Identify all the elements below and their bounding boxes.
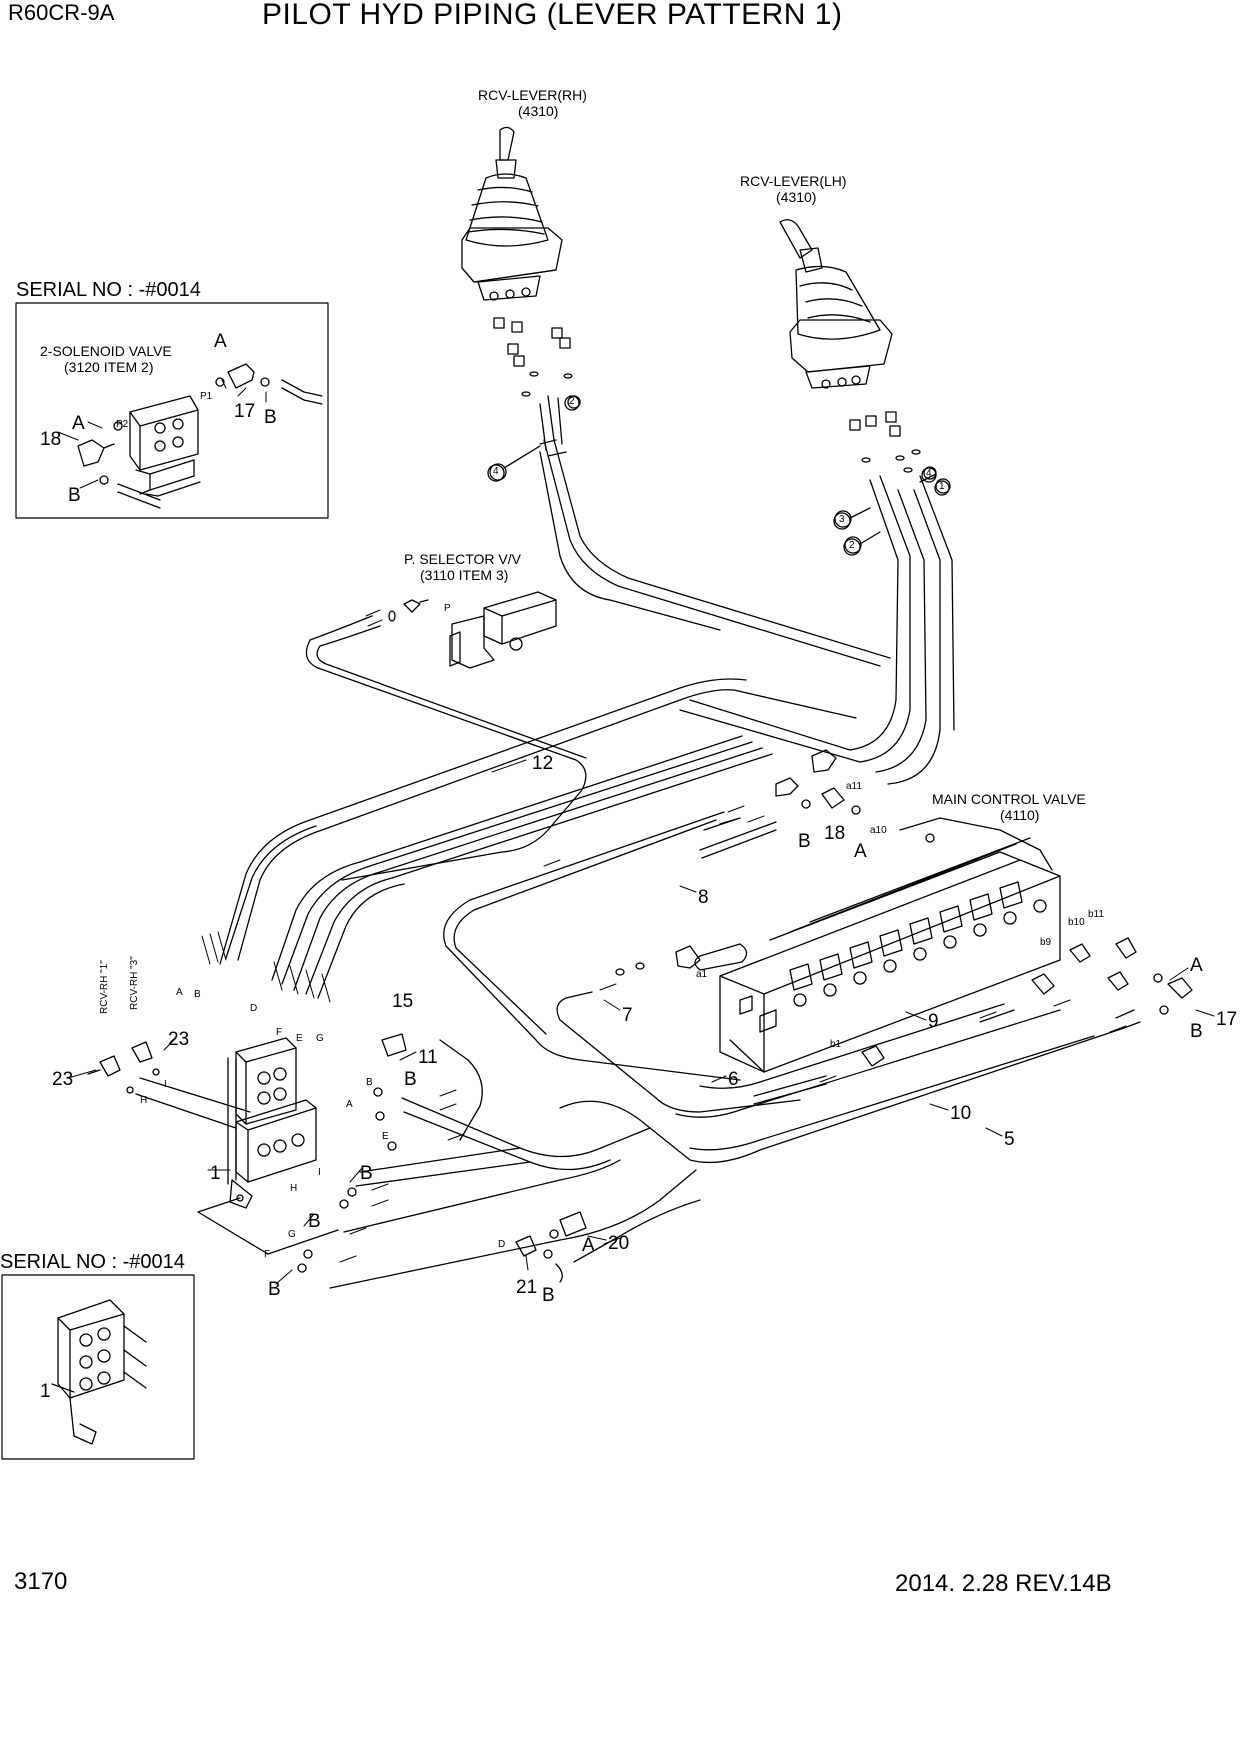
mcv-fittings <box>615 749 1193 1105</box>
inset-top-serial: SERIAL NO : -#0014 <box>16 279 201 301</box>
selector-valve-ref: (3110 ITEM 3) <box>420 567 509 583</box>
hose-letter: G <box>316 1033 324 1044</box>
rcv-rh-ref: (4310) <box>518 103 559 119</box>
page-title: PILOT HYD PIPING (LEVER PATTERN 1) <box>262 0 843 31</box>
callout: B <box>1190 1021 1203 1042</box>
callout: B <box>798 831 811 852</box>
leader-lines <box>57 379 1215 1285</box>
port-label: P1 <box>200 391 213 402</box>
rcv-lh-label: RCV-LEVER(LH) <box>740 173 847 189</box>
manifold-block <box>197 1037 339 1255</box>
callout: B <box>404 1069 417 1090</box>
port-label: b11 <box>1088 909 1104 920</box>
solenoid-valve-label: 2-SOLENOID VALVE <box>40 343 172 359</box>
circled-number: 4 <box>926 468 932 479</box>
mcv-label: MAIN CONTROL VALVE <box>932 791 1086 807</box>
callout: B <box>268 1279 281 1300</box>
hose-letter: H <box>140 1095 148 1106</box>
inset-bottom-frame <box>1 1274 195 1460</box>
hose-letter: G <box>288 1229 296 1240</box>
page-number: 3170 <box>14 1568 68 1595</box>
callout: 23 <box>168 1029 190 1050</box>
hose-letter: D <box>498 1239 506 1250</box>
selector-valve-label: P. SELECTOR V/V <box>404 551 521 567</box>
hose-letter: I <box>318 1167 321 1178</box>
callout: A <box>1190 955 1203 976</box>
callout: 11 <box>418 1047 438 1068</box>
solenoid-valve-ref: (3120 ITEM 2) <box>64 359 154 375</box>
port-label: b9 <box>1040 937 1052 948</box>
hose-letter: B <box>194 989 201 1000</box>
hose-letter: B <box>366 1077 373 1088</box>
port-label: P <box>444 603 451 614</box>
callout: 21 <box>516 1277 538 1298</box>
callout: 9 <box>928 1011 939 1032</box>
two-solenoid-valve <box>77 363 323 509</box>
callout: 17 <box>234 401 256 422</box>
inset-top-frame <box>15 302 329 519</box>
hose-letter: H <box>290 1183 298 1194</box>
callout: 18 <box>824 823 846 844</box>
hose-letter: A <box>176 987 183 998</box>
hose-letter: E <box>296 1033 303 1044</box>
callout: 5 <box>1004 1129 1015 1150</box>
circled-number: 2 <box>569 396 575 407</box>
circled-number: 2 <box>849 540 855 551</box>
callout: A <box>582 1235 595 1256</box>
inset-bottom-serial: SERIAL NO : -#0014 <box>0 1251 185 1273</box>
rcv-lever-lh <box>779 219 893 389</box>
callout: B <box>360 1163 373 1184</box>
revision-date: 2014. 2.28 REV.14B <box>895 1570 1112 1597</box>
hose-letter: A <box>346 1099 353 1110</box>
rh-lever-hoses <box>539 439 891 667</box>
hose-letter: F <box>264 1249 271 1260</box>
hose-letter: I <box>164 1079 167 1090</box>
port-label: b10 <box>1068 917 1085 928</box>
callout: 12 <box>532 753 554 774</box>
callout: B <box>68 485 81 506</box>
port-label: a10 <box>870 825 887 836</box>
rcv-rh-label: RCV-LEVER(RH) <box>478 87 587 103</box>
callout: 20 <box>608 1233 630 1254</box>
mcv-ref: (4110) <box>1000 807 1040 823</box>
rcv-rh-fittings <box>489 317 581 481</box>
pipe-bundle-upper <box>219 615 857 999</box>
model-code: R60CR-9A <box>8 0 115 25</box>
hose-crimps <box>201 609 1127 1263</box>
pipe-bundle-lower <box>329 811 1141 1289</box>
callout: 18 <box>40 429 62 450</box>
circled-callouts <box>487 395 950 556</box>
callout: A <box>72 413 85 434</box>
callout: 8 <box>698 887 709 908</box>
p-selector-valve <box>388 591 557 669</box>
callout: 23 <box>52 1069 74 1090</box>
circled-number: 3 <box>839 514 845 525</box>
callout: B <box>542 1285 555 1306</box>
lh-lever-hoses <box>679 475 955 785</box>
callout: 15 <box>392 991 414 1012</box>
inset-bottom-assembly <box>51 1299 147 1445</box>
callout: 10 <box>950 1103 972 1124</box>
manifold-fittings <box>87 1033 587 1283</box>
rcv-lever-rh <box>461 126 563 301</box>
callout: 1 <box>210 1163 221 1184</box>
main-control-valve <box>694 817 1061 1073</box>
callout: B <box>264 407 277 428</box>
hose-letter: F <box>276 1027 283 1038</box>
rcv-lh-fittings <box>834 411 951 554</box>
callout: A <box>854 841 867 862</box>
inset-bottom-item: 1 <box>40 1381 51 1402</box>
callout: 17 <box>1216 1009 1238 1030</box>
port-label: a1 <box>696 969 708 980</box>
rcv-lh-ref: (4310) <box>776 189 817 205</box>
callout: A <box>214 331 227 352</box>
hose-letter: E <box>382 1131 389 1142</box>
port-label: a11 <box>846 781 862 792</box>
circled-number: 4 <box>493 466 499 477</box>
hose-letter: D <box>250 1003 258 1014</box>
circled-number: 1 <box>939 481 945 492</box>
callout: 7 <box>622 1005 633 1026</box>
